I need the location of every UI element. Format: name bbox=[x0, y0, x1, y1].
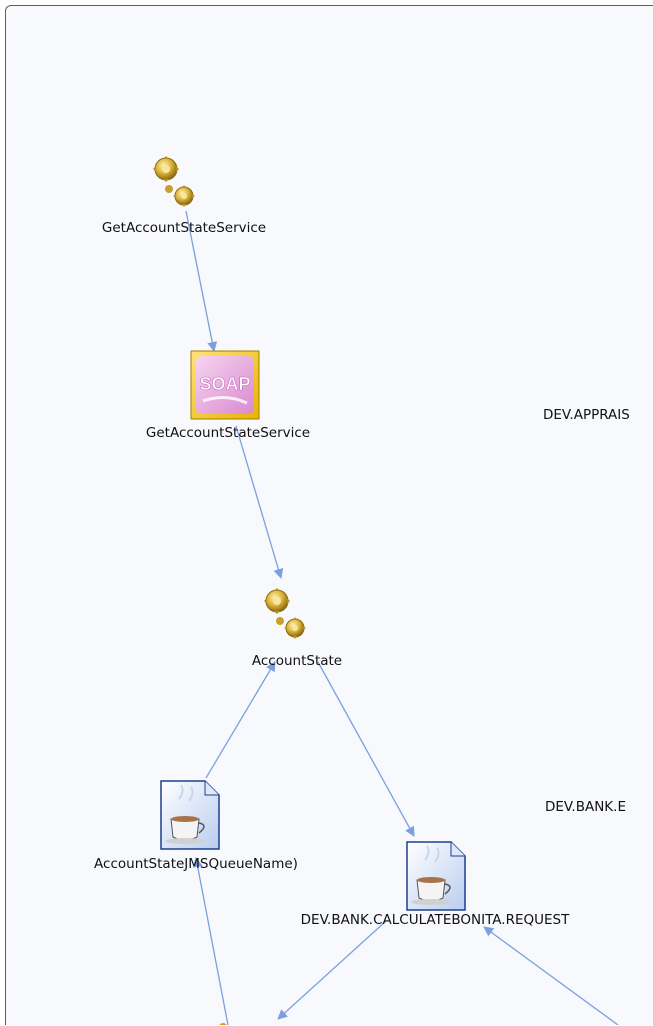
node-label: DEV.APPRAIS bbox=[543, 407, 630, 423]
node-getaccount-soap[interactable]: SOAP GetAccountStateService bbox=[146, 350, 310, 441]
node-calculatebonita[interactable]: DEV.BANK.CALCULATEBONITA.REQUEST bbox=[301, 841, 570, 928]
edge-bottom-to-jms bbox=[192, 857, 229, 1025]
edges bbox=[185, 210, 619, 1025]
dependency-graph: GetAccountStateService SOAP GetAccountSt… bbox=[94, 156, 630, 1025]
edge-jms-to-accountstate bbox=[205, 661, 276, 779]
node-label: GetAccountStateService bbox=[146, 425, 310, 441]
diagram-canvas: GetAccountStateService SOAP GetAccountSt… bbox=[5, 5, 653, 1025]
edge-calculatebonita-to-bottom bbox=[277, 920, 387, 1020]
node-dev-bank-e[interactable]: DEV.BANK.E bbox=[545, 799, 626, 815]
node-label: GetAccountStateService bbox=[102, 220, 266, 236]
edge-right-to-calculatebonita bbox=[483, 926, 619, 1025]
java-document-icon bbox=[406, 841, 466, 911]
node-label: AccountState bbox=[252, 653, 342, 669]
node-accountstate-jms[interactable]: AccountStateJMSQueueName) bbox=[94, 780, 298, 872]
node-label: DEV.BANK.CALCULATEBONITA.REQUEST bbox=[301, 912, 570, 928]
edge-service-to-soap bbox=[185, 210, 218, 352]
service-gears-icon bbox=[153, 156, 195, 207]
node-label: DEV.BANK.E bbox=[545, 799, 626, 815]
node-dev-apprais[interactable]: DEV.APPRAIS bbox=[543, 407, 630, 423]
node-label: AccountStateJMSQueueName) bbox=[94, 856, 298, 872]
edge-soap-to-accountstate bbox=[235, 425, 284, 579]
edge-accountstate-to-calculatebonita bbox=[317, 661, 415, 837]
partial-node-icon bbox=[219, 1023, 227, 1025]
java-document-icon bbox=[160, 780, 220, 850]
soap-icon: SOAP bbox=[190, 350, 260, 420]
node-accountstate[interactable]: AccountState bbox=[252, 588, 342, 669]
soap-icon-text: SOAP bbox=[199, 374, 250, 394]
node-getaccount-service[interactable]: GetAccountStateService bbox=[102, 156, 266, 236]
service-gears-icon bbox=[264, 588, 306, 639]
